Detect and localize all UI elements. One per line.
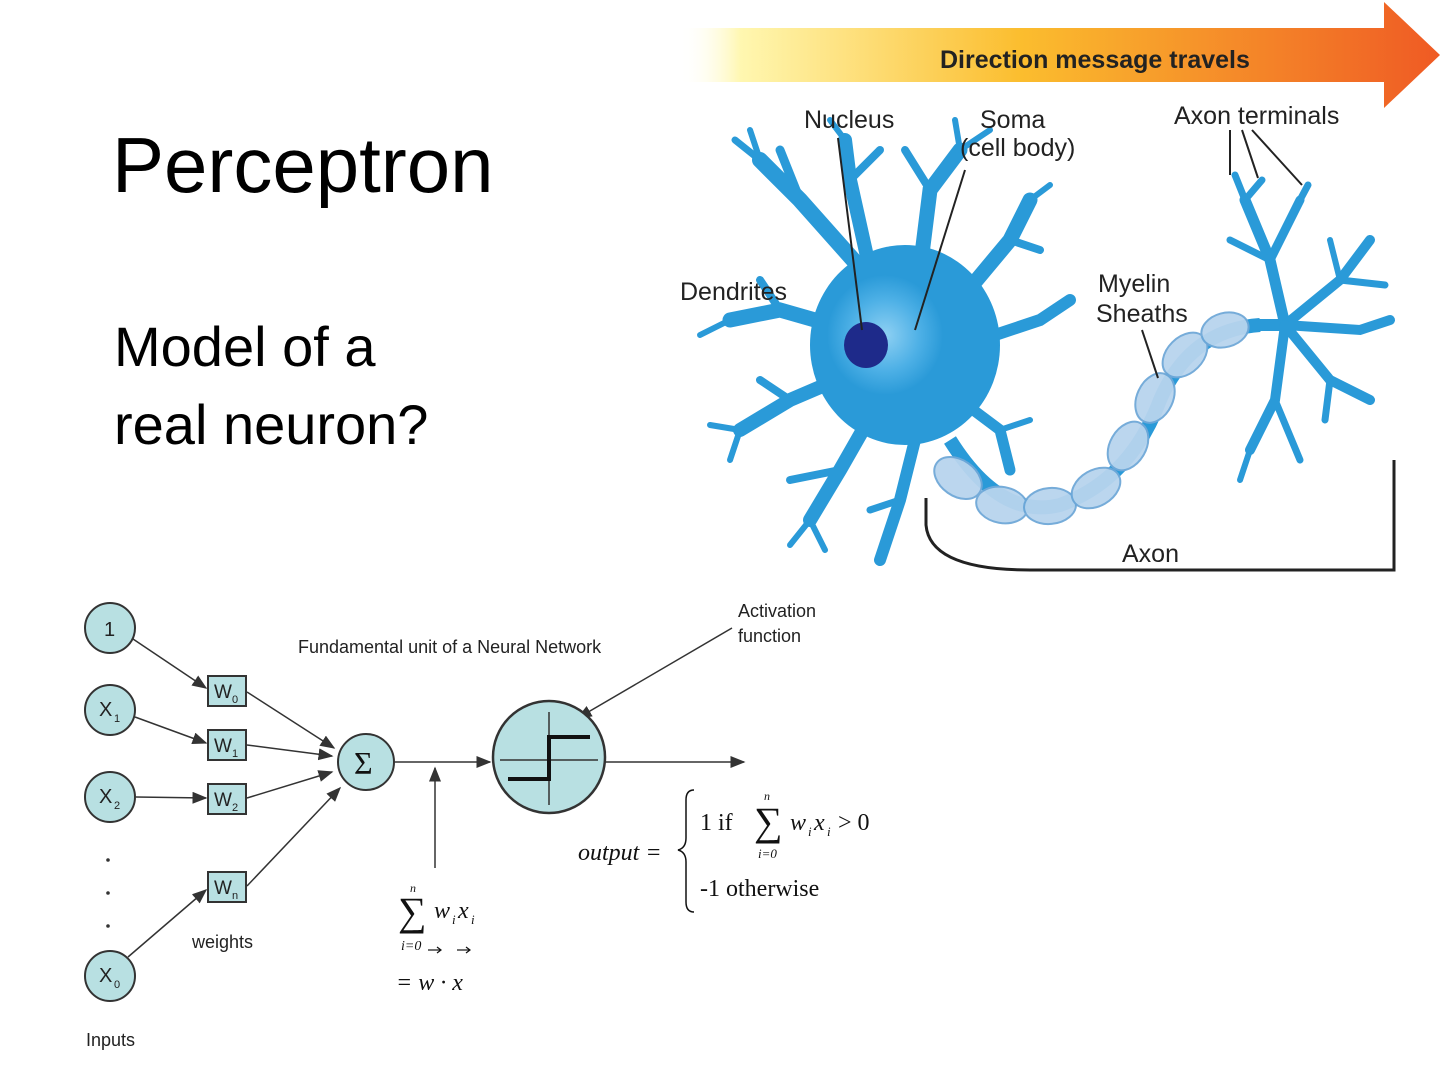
- activation-label-line1: Activation: [738, 601, 816, 621]
- input-node: X 2: [84, 771, 136, 823]
- weight-box: W 0: [207, 675, 247, 707]
- case1-cmp: > 0: [838, 810, 870, 836]
- neuron-pointers: [837, 129, 1303, 379]
- weight-label: W: [214, 790, 232, 811]
- weight-subscript: n: [232, 890, 238, 902]
- myelin-label-line2: Sheaths: [1096, 300, 1188, 328]
- weight-box: W 1: [207, 729, 247, 761]
- subtitle-line-1: Model of a: [114, 315, 376, 378]
- input-node: X 1: [84, 684, 136, 736]
- input-label: X: [99, 965, 112, 987]
- weights-label: weights: [191, 932, 253, 952]
- case1-prefix: 1 if: [700, 810, 733, 836]
- sum-formula: n ∑ i=0 w i x i = w · x: [396, 881, 475, 996]
- nucleus-shape: [844, 322, 888, 368]
- axon-label: Axon: [1122, 540, 1179, 568]
- case1-upper: n: [764, 789, 770, 803]
- activation-node: [491, 699, 607, 815]
- case1-w-sub: i: [808, 824, 812, 839]
- sum-formula-x: x: [457, 898, 469, 924]
- axon-bracket: [924, 460, 1396, 572]
- weight-subscript: 0: [232, 694, 238, 706]
- input-label: X: [99, 699, 112, 721]
- input-label: 1: [104, 619, 115, 641]
- sum-formula-equals: = w · x: [396, 970, 463, 996]
- vector-arrows: [428, 946, 471, 954]
- sum-formula-lower: i=0: [401, 939, 421, 954]
- input-subscript: 2: [114, 800, 120, 812]
- activation-label-line2: function: [738, 626, 801, 646]
- nucleus-label: Nucleus: [804, 106, 894, 134]
- weight-subscript: 1: [232, 748, 238, 760]
- input-subscript: 1: [114, 713, 120, 725]
- weight-label: W: [214, 878, 232, 899]
- input-subscript: 0: [114, 979, 120, 991]
- weight-label: W: [214, 682, 232, 703]
- case1-lower: i=0: [758, 846, 777, 861]
- direction-arrow: Direction message travels: [680, 2, 1440, 108]
- slide-title: Perceptron: [112, 121, 494, 209]
- axon-terminals-label: Axon terminals: [1174, 102, 1339, 130]
- sum-formula-w: w: [434, 898, 450, 924]
- subtitle-line-2: real neuron?: [114, 393, 429, 456]
- input-weight-arrows: [127, 627, 746, 958]
- case1-sigma: ∑: [754, 799, 783, 844]
- inputs-label: Inputs: [86, 1030, 135, 1050]
- neuron-illustration: Direction message travels: [680, 2, 1440, 572]
- input-node: 1: [84, 602, 136, 654]
- sum-formula-x-sub: i: [471, 912, 475, 927]
- sum-symbol: Σ: [354, 745, 373, 781]
- diagram-heading: Fundamental unit of a Neural Network: [298, 637, 602, 657]
- sum-formula-upper: n: [410, 881, 416, 895]
- weight-box: W n: [207, 871, 247, 903]
- weight-subscript: 2: [232, 802, 238, 814]
- dendrites-label: Dendrites: [680, 278, 787, 306]
- input-label: X: [99, 786, 112, 808]
- output-lhs: output =: [578, 840, 662, 866]
- input-ellipsis: [106, 858, 110, 928]
- case1-w: w: [790, 810, 806, 836]
- perceptron-diagram: Fundamental unit of a Neural Network Act…: [84, 601, 870, 1050]
- soma-label-line2: (cell body): [960, 134, 1075, 162]
- case1-x-sub: i: [827, 824, 831, 839]
- weight-label: W: [214, 736, 232, 757]
- input-node: X 0: [84, 950, 136, 1002]
- myelin-sheaths: [933, 311, 1250, 526]
- case1-x: x: [813, 810, 825, 836]
- direction-label: Direction message travels: [940, 46, 1250, 74]
- output-formula: output = 1 if n ∑ i=0 w i x i > 0 -1 oth…: [578, 789, 870, 913]
- case2: -1 otherwise: [700, 876, 819, 902]
- sum-node: Σ: [337, 733, 395, 791]
- slide-subtitle: Model of a real neuron?: [114, 308, 428, 464]
- brace: [677, 789, 695, 913]
- weight-box: W 2: [207, 783, 247, 815]
- sum-formula-sigma: ∑: [398, 889, 427, 934]
- myelin-label-line1: Myelin: [1098, 270, 1170, 298]
- soma-label-line1: Soma: [980, 106, 1045, 134]
- axon-terminals-shape: [1226, 171, 1395, 483]
- dendrites-shape: [697, 117, 1076, 566]
- sum-formula-w-sub: i: [452, 912, 456, 927]
